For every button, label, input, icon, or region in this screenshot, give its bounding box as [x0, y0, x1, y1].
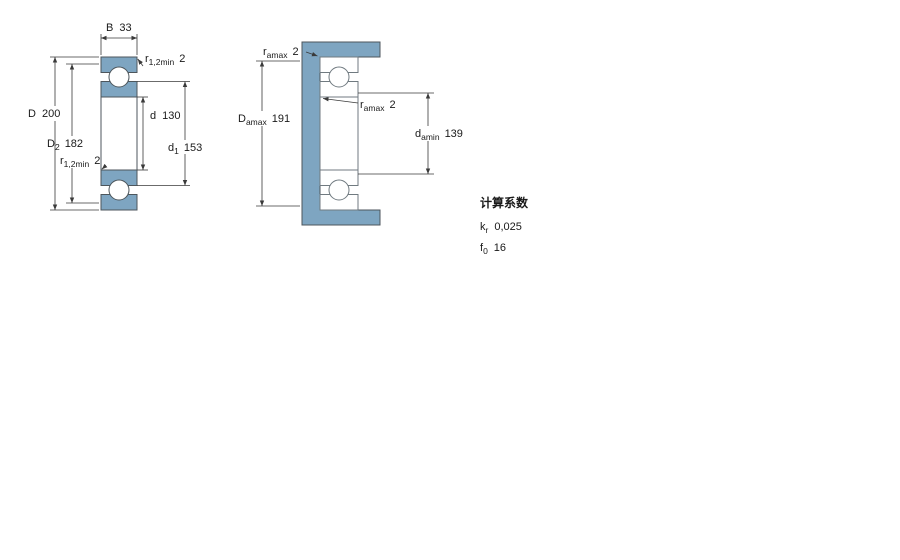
bearing-outline — [319, 56, 359, 211]
leader-ra-top — [305, 51, 318, 57]
dim-Da — [256, 60, 300, 207]
dim-B — [100, 34, 138, 55]
leader-ra-mid — [322, 96, 359, 104]
dim-da — [358, 92, 434, 175]
ball-bottom-outline — [328, 179, 350, 201]
dim-D2 — [66, 63, 99, 204]
ball-top — [108, 66, 130, 88]
dim-d1 — [137, 81, 190, 186]
ball-bottom — [108, 179, 130, 201]
leader-r12-top — [137, 58, 144, 67]
leader-r12-bottom — [101, 163, 108, 170]
dim-d — [137, 96, 148, 171]
dim-D — [50, 56, 99, 211]
ball-top-outline — [328, 66, 350, 88]
calculation-factors-title: 计算系数 — [480, 196, 529, 210]
